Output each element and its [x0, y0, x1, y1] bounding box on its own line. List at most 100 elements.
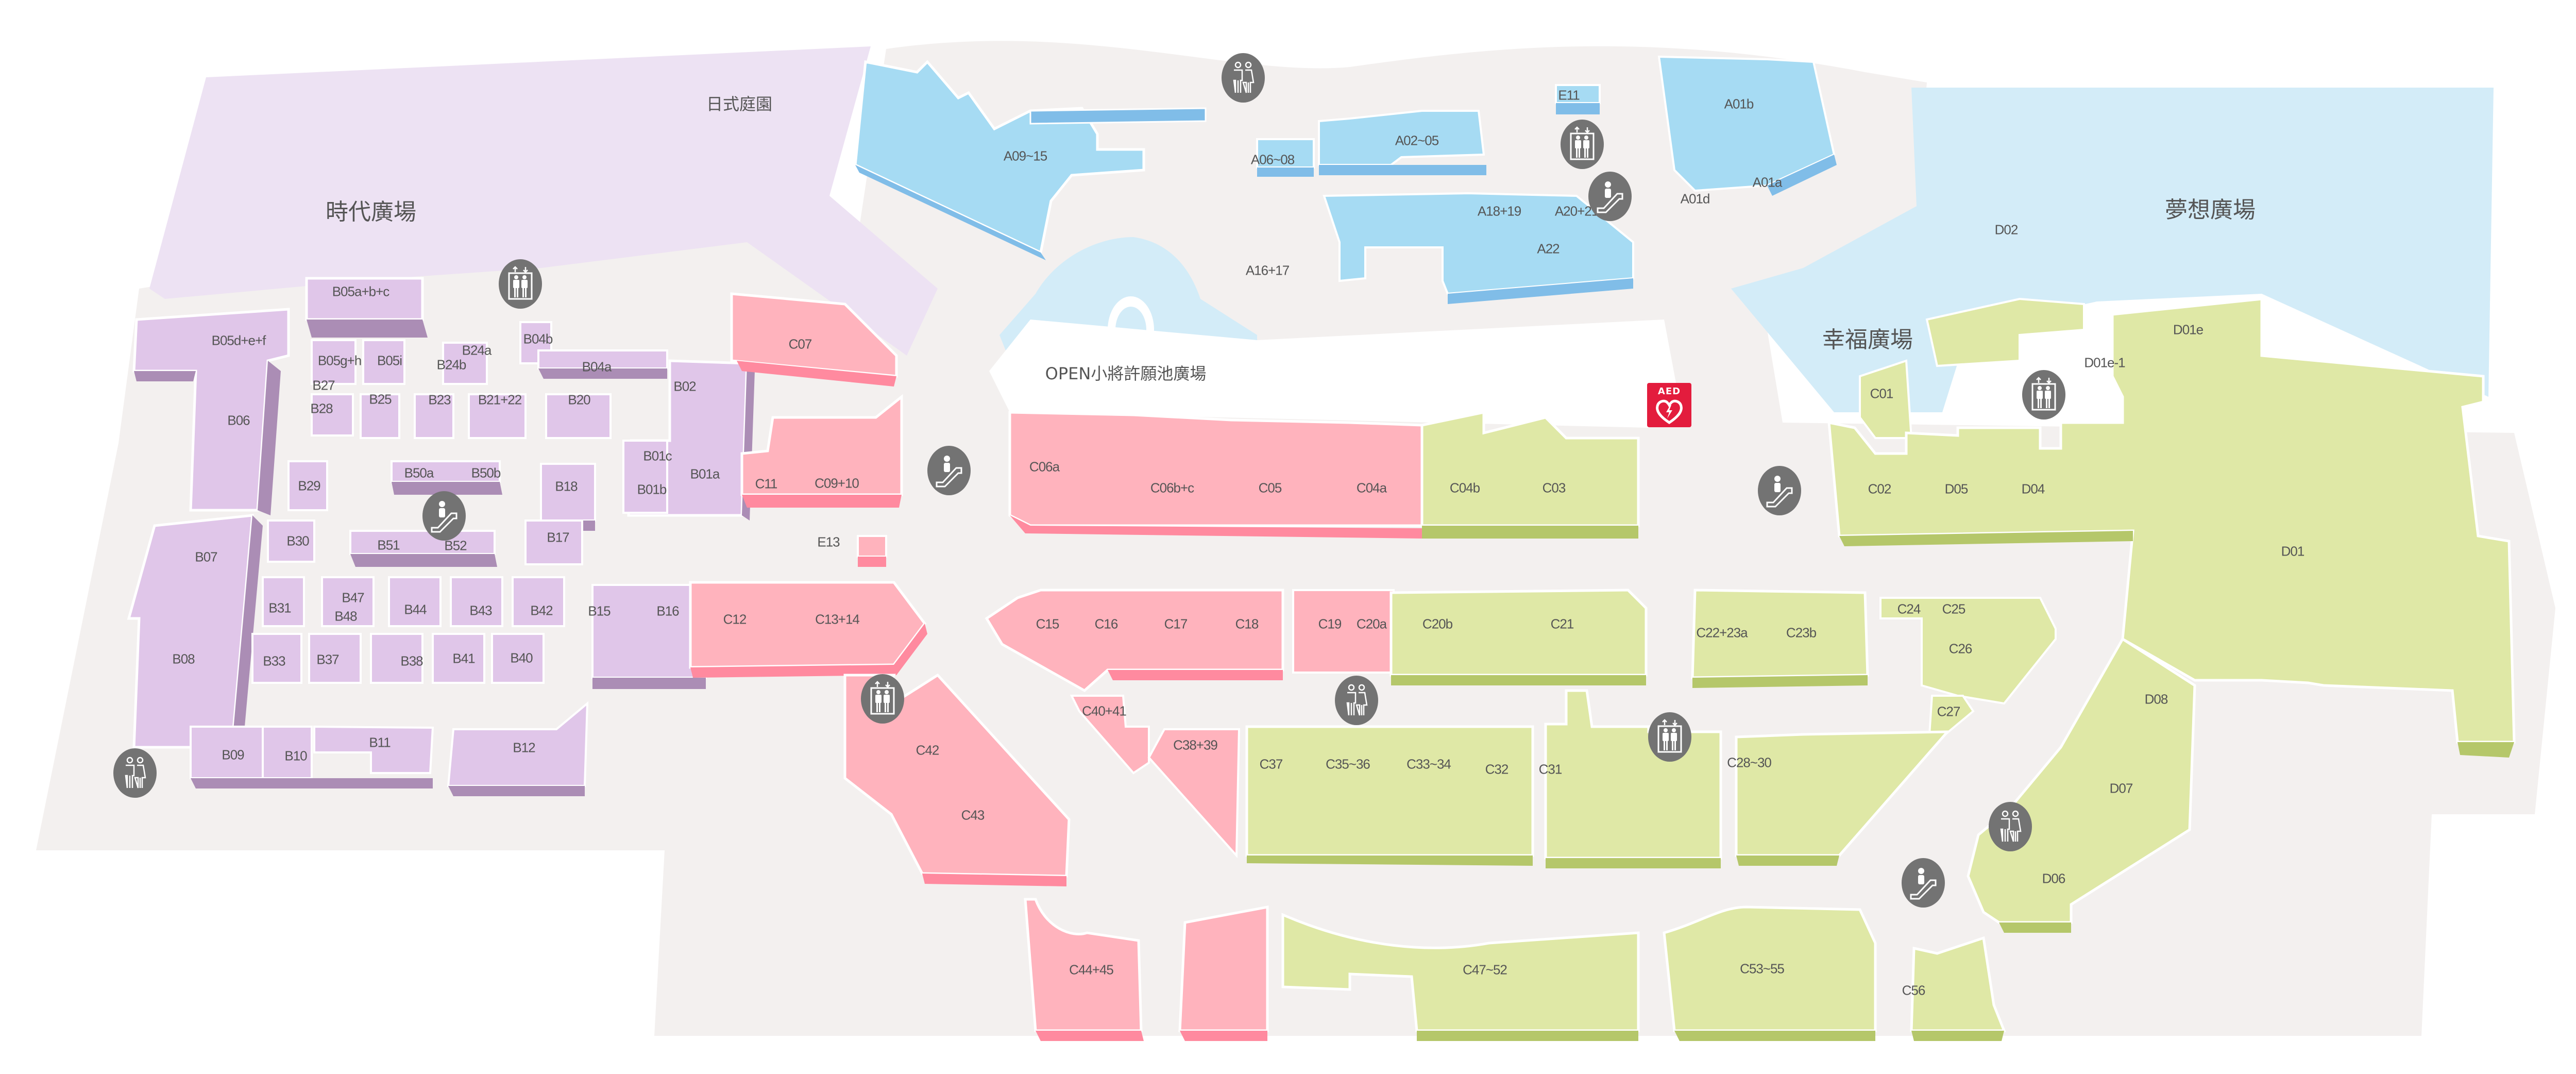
shop-b06[interactable]: B06	[227, 412, 250, 428]
restroom-icon[interactable]	[1222, 53, 1265, 103]
shop-b08[interactable]: B08	[172, 651, 195, 667]
shop-b05i[interactable]: B05i	[377, 353, 402, 368]
shop-d01e-1[interactable]: D01e-1	[2084, 355, 2125, 371]
shop-d01e[interactable]: D01e	[2173, 322, 2204, 338]
shop-d08[interactable]: D08	[2144, 691, 2168, 707]
shop-d05[interactable]: D05	[1944, 481, 1969, 497]
shop-b05g-h[interactable]: B05g+h	[317, 353, 362, 368]
shop-b50b[interactable]: B50b	[471, 465, 501, 481]
elevator-icon[interactable]	[861, 674, 904, 724]
shop-c04a[interactable]: C04a	[1356, 480, 1387, 496]
shop-c18[interactable]: C18	[1235, 616, 1259, 632]
shop-b11[interactable]: B11	[369, 734, 391, 750]
shop-a06-08[interactable]: A06~08	[1250, 152, 1295, 167]
shop-c06b-c[interactable]: C06b+c	[1150, 480, 1194, 496]
shop-b10[interactable]: B10	[284, 748, 307, 764]
shop-b38[interactable]: B38	[400, 653, 423, 669]
shop-b09[interactable]: B09	[222, 747, 244, 763]
shop-d04[interactable]: D04	[2021, 481, 2045, 497]
shop-b28[interactable]: B28	[310, 400, 333, 416]
shop-b37[interactable]: B37	[316, 651, 339, 667]
shop-a01b[interactable]: A01b	[1724, 96, 1754, 112]
shop-b23[interactable]: B23	[428, 392, 451, 408]
shop-b18[interactable]: B18	[555, 478, 578, 494]
shop-c03[interactable]: C03	[1542, 480, 1566, 496]
shop-c40-41[interactable]: C40+41	[1082, 703, 1127, 719]
shop-e13[interactable]: E13	[817, 534, 840, 550]
shop-c20a[interactable]: C20a	[1356, 616, 1387, 632]
shop-c26[interactable]: C26	[1948, 641, 1973, 657]
shop-c43[interactable]: C43	[961, 807, 985, 823]
shop-c53-55[interactable]: C53~55	[1740, 961, 1785, 977]
shop-b41[interactable]: B41	[452, 650, 475, 666]
shop-b01b[interactable]: B01b	[637, 481, 667, 497]
shop-c25[interactable]: C25	[1942, 601, 1966, 617]
shop-c19[interactable]: C19	[1318, 616, 1342, 632]
shop-b21-22[interactable]: B21+22	[478, 392, 522, 408]
shop-b24a[interactable]: B24a	[462, 342, 492, 358]
shop-b01a[interactable]: B01a	[690, 466, 720, 482]
shop-b20[interactable]: B20	[568, 392, 590, 408]
shop-e11[interactable]: E11	[1558, 87, 1580, 103]
shop-b17[interactable]: B17	[547, 529, 569, 545]
shop-a16-17[interactable]: A16+17	[1245, 262, 1290, 278]
shop-b12[interactable]: B12	[513, 740, 535, 756]
shop-c09-10[interactable]: C09+10	[815, 475, 859, 491]
aed-icon[interactable]: AED	[1647, 383, 1691, 427]
shop-b52[interactable]: B52	[444, 538, 467, 553]
shop-b42[interactable]: B42	[530, 602, 553, 618]
shop-b50a[interactable]: B50a	[404, 465, 434, 481]
shop-d07[interactable]: D07	[2109, 780, 2133, 796]
shop-c06a[interactable]: C06a	[1029, 459, 1060, 475]
shop-b02[interactable]: B02	[673, 378, 696, 394]
shop-c24[interactable]: C24	[1897, 601, 1921, 617]
shop-b25[interactable]: B25	[369, 391, 392, 407]
shop-b04a[interactable]: B04a	[582, 359, 612, 375]
shop-b51[interactable]: B51	[377, 537, 400, 553]
shop-a09-15[interactable]: A09~15	[1003, 148, 1047, 164]
elevator-icon[interactable]	[2022, 370, 2065, 419]
shop-c28-30[interactable]: C28~30	[1727, 754, 1772, 770]
shop-b04b[interactable]: B04b	[523, 331, 553, 347]
elevator-icon[interactable]	[1561, 120, 1604, 169]
shop-b01c[interactable]: B01c	[643, 448, 672, 464]
restroom-icon[interactable]	[1335, 676, 1378, 725]
escalator-icon[interactable]	[1588, 172, 1632, 221]
shop-c22-23a[interactable]: C22+23a	[1696, 625, 1748, 641]
shop-b27[interactable]: B27	[312, 377, 335, 393]
shop-b05d-e-f[interactable]: B05d+e+f	[211, 332, 266, 348]
shop-c21[interactable]: C21	[1550, 616, 1574, 632]
shop-c01[interactable]: C01	[1870, 385, 1894, 401]
escalator-icon[interactable]	[1902, 858, 1945, 908]
shop-b40[interactable]: B40	[510, 650, 533, 666]
escalator-icon[interactable]	[1758, 466, 1801, 515]
restroom-icon[interactable]	[113, 748, 157, 798]
shop-b29[interactable]: B29	[298, 478, 320, 494]
shop-c12[interactable]: C12	[723, 611, 747, 627]
shop-d02[interactable]: D02	[1994, 222, 2019, 238]
shop-c15[interactable]: C15	[1036, 616, 1060, 632]
shop-c47-52[interactable]: C47~52	[1463, 962, 1507, 978]
shop-c20b[interactable]: C20b	[1422, 616, 1453, 632]
escalator-icon[interactable]	[927, 446, 971, 495]
shop-c35-36[interactable]: C35~36	[1326, 756, 1370, 772]
shop-c13-14[interactable]: C13+14	[815, 611, 860, 627]
escalator-icon[interactable]	[422, 491, 466, 541]
shop-b44[interactable]: B44	[404, 601, 427, 617]
shop-b47[interactable]: B47	[342, 590, 364, 606]
elevator-icon[interactable]	[499, 259, 542, 309]
shop-b43[interactable]: B43	[469, 602, 492, 618]
shop-a01d[interactable]: A01d	[1680, 191, 1710, 207]
shop-c33-34[interactable]: C33~34	[1406, 756, 1451, 772]
shop-b48[interactable]: B48	[334, 608, 357, 624]
shop-c23b[interactable]: C23b	[1786, 625, 1817, 641]
shop-d06[interactable]: D06	[2042, 870, 2066, 886]
shop-c37[interactable]: C37	[1259, 756, 1283, 772]
shop-b24b[interactable]: B24b	[436, 357, 467, 373]
shop-c11[interactable]: C11	[755, 476, 778, 492]
shop-a02-05[interactable]: A02~05	[1395, 132, 1439, 148]
shop-c42[interactable]: C42	[916, 742, 940, 758]
shop-a22[interactable]: A22	[1537, 241, 1560, 257]
shop-a01a[interactable]: A01a	[1752, 174, 1783, 190]
shop-c07[interactable]: C07	[788, 336, 812, 352]
